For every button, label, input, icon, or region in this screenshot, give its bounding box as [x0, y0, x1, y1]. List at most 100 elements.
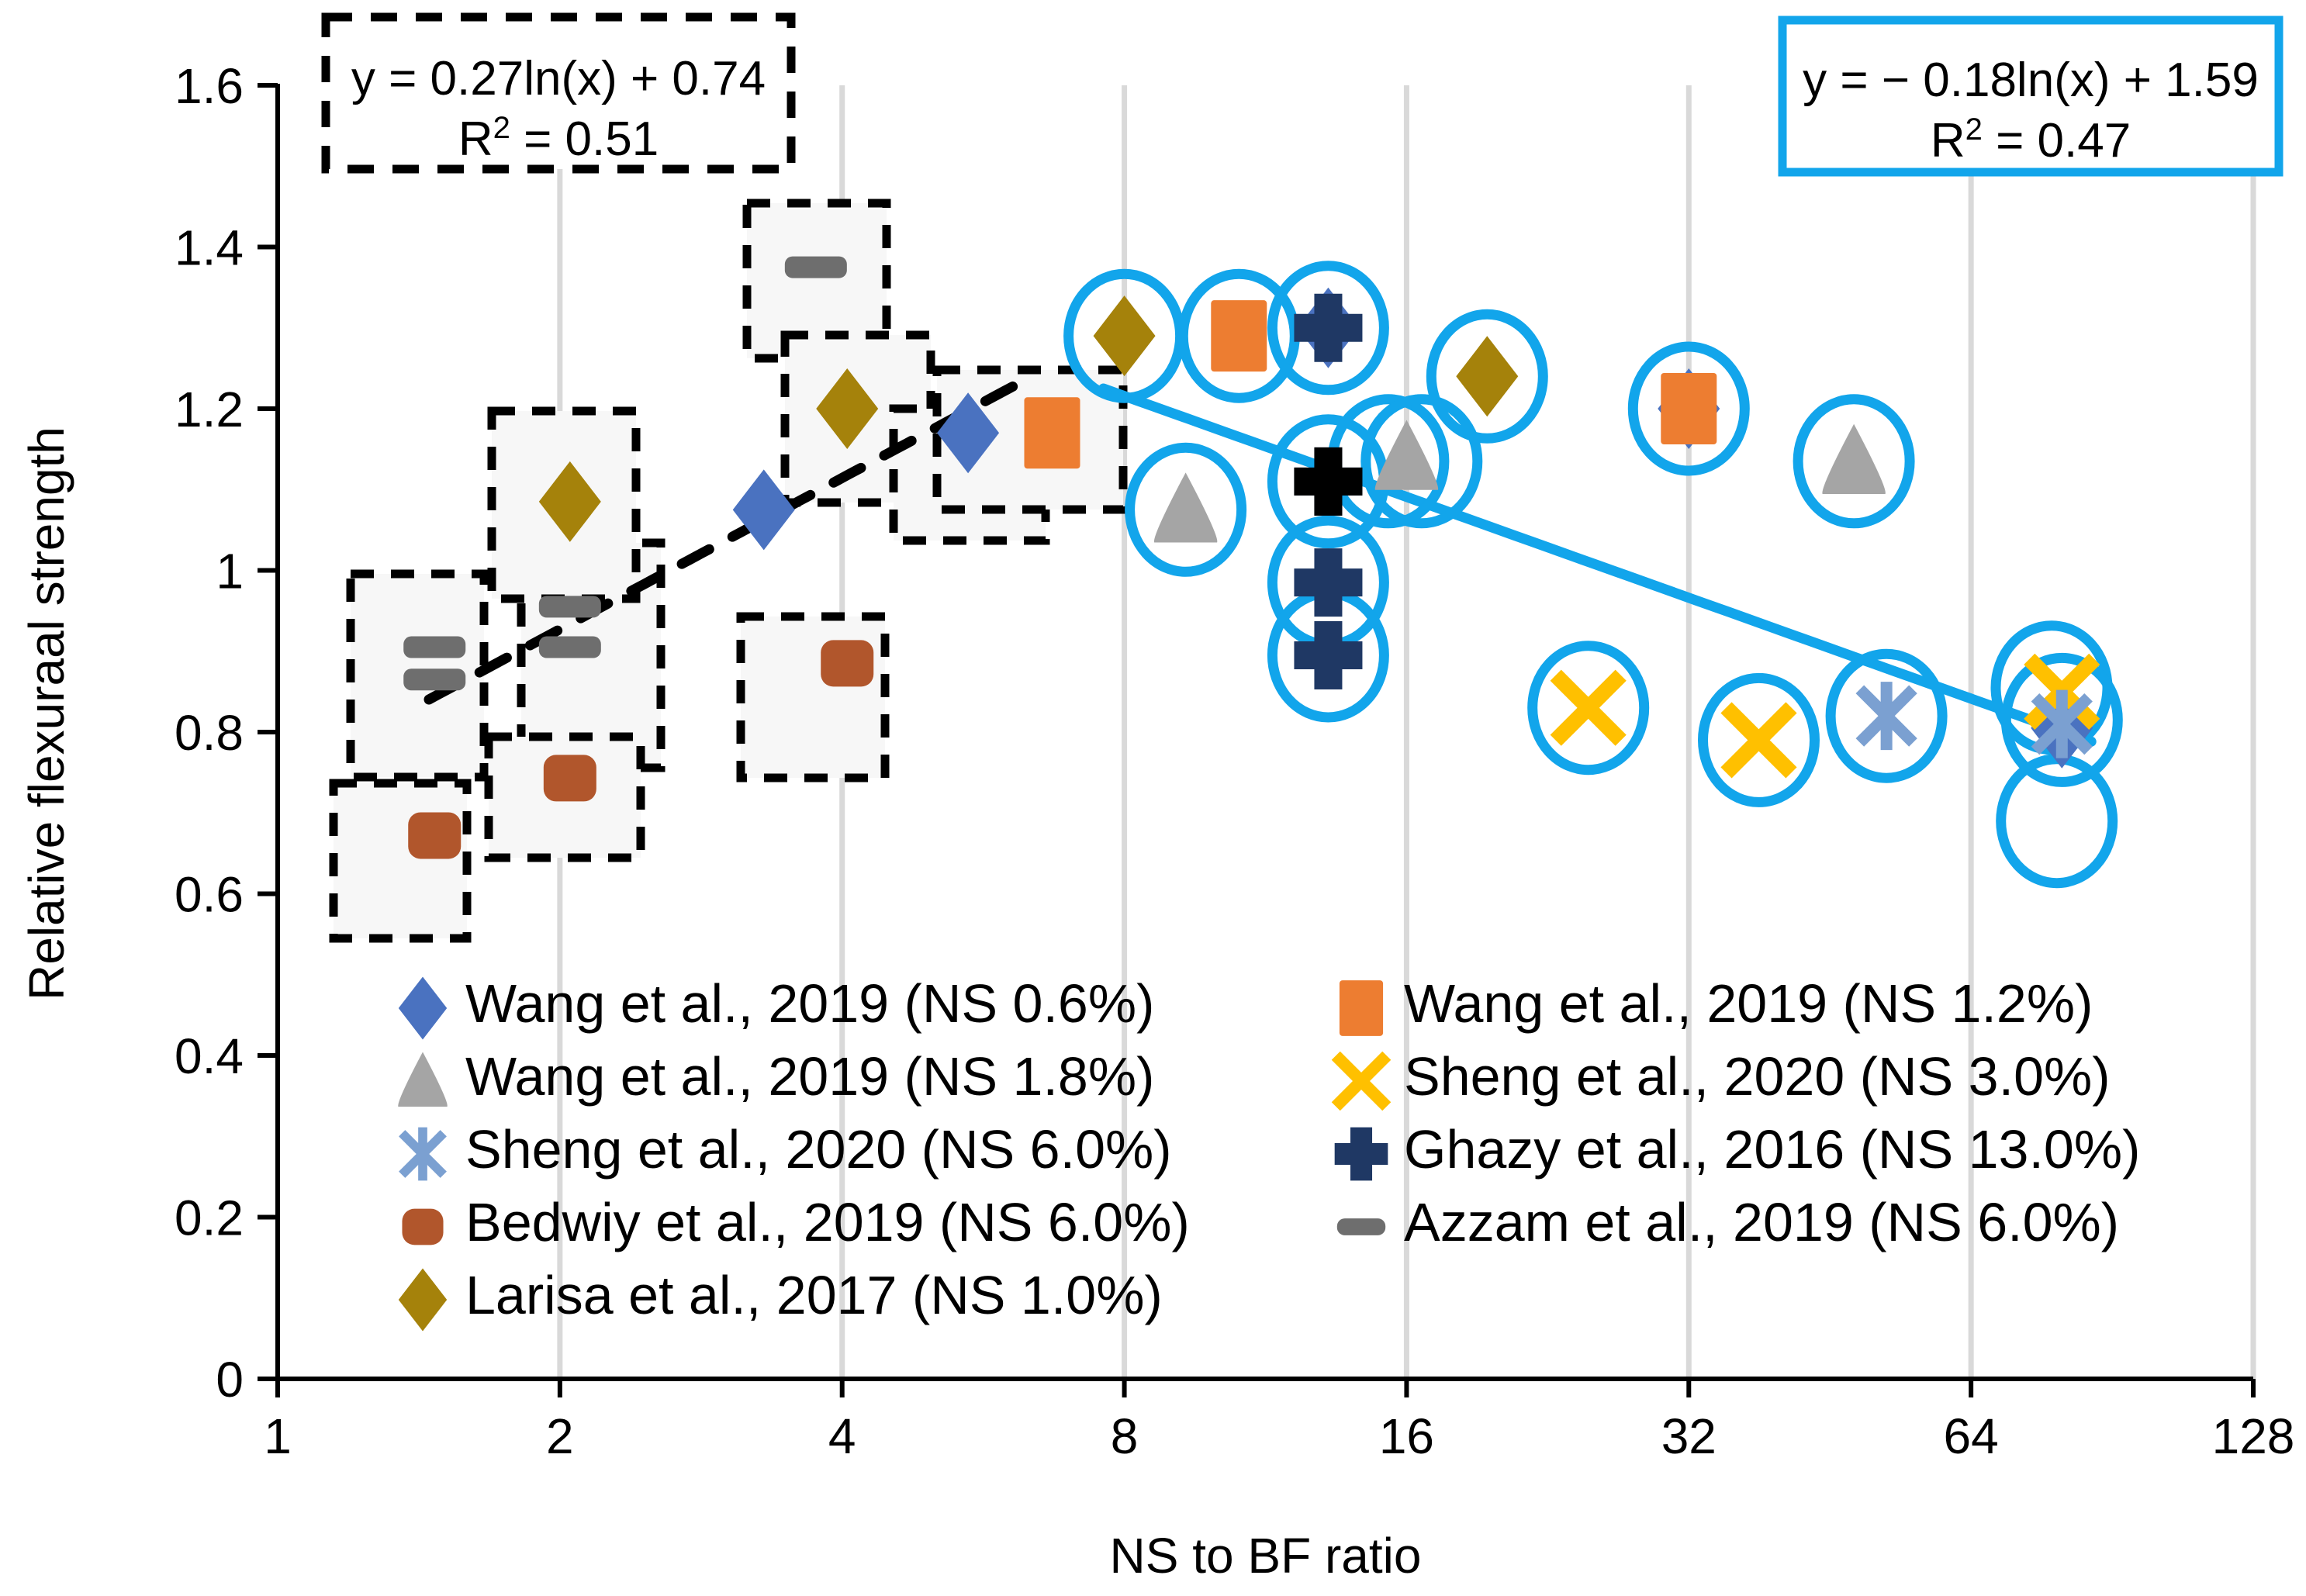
marker-triangle — [398, 1052, 448, 1107]
marker-diamond — [1456, 336, 1519, 417]
x-tick-label: 64 — [1944, 1408, 1999, 1464]
legend-item[interactable]: Sheng et al., 2020 (NS 3.0%) — [1331, 1046, 2111, 1111]
marker-round-square — [543, 755, 596, 802]
x-axis-title-group[interactable]: NS to BF ratio — [1110, 1528, 1422, 1584]
marker-diamond — [398, 976, 448, 1040]
marker-square — [1661, 373, 1717, 444]
trendlines[interactable] — [424, 381, 2097, 747]
legend-item-label: Sheng et al., 2020 (NS 6.0%) — [465, 1119, 1172, 1180]
y-tick-label: 0.2 — [175, 1190, 244, 1246]
legend-item[interactable]: Wang et al., 2019 (NS 0.6%) — [398, 973, 1155, 1040]
marker-diamond — [1093, 295, 1156, 377]
legend-item[interactable]: Sheng et al., 2020 (NS 6.0%) — [399, 1119, 1172, 1181]
y-tick-label: 0 — [216, 1352, 244, 1408]
highlight-boxes[interactable] — [329, 199, 1128, 943]
y-tick-label: 1 — [216, 544, 244, 599]
legend-item-label: Larisa et al., 2017 (NS 1.0%) — [465, 1265, 1163, 1325]
marker-triangle — [1374, 420, 1439, 490]
highlight-ellipse — [2000, 652, 2123, 787]
highlight-ellipse — [1527, 641, 1650, 776]
y-tick-label: 0.6 — [175, 867, 244, 923]
highlight-ellipses[interactable] — [1063, 261, 2123, 889]
legend-item-label: Ghazy et al., 2016 (NS 13.0%) — [1404, 1119, 2140, 1180]
legend-item[interactable]: Azzam et al., 2019 (NS 6.0%) — [1336, 1192, 2119, 1252]
highlight-ellipse — [1125, 442, 1247, 577]
right-equation-line2: R2 = 0.47 — [1931, 112, 2131, 168]
marker-round-square — [408, 812, 462, 859]
marker-plus — [1334, 1127, 1388, 1181]
marker-dash — [403, 668, 466, 691]
x-tick-label: 8 — [1111, 1408, 1139, 1464]
legend-item[interactable]: Wang et al., 2019 (NS 1.2%) — [1339, 973, 2093, 1036]
marker-round-square — [402, 1208, 444, 1245]
x-tick-label: 32 — [1661, 1408, 1717, 1464]
legend-item-label: Wang et al., 2019 (NS 1.2%) — [1404, 973, 2093, 1034]
legend-item[interactable]: Bedwiy et al., 2019 (NS 6.0%) — [402, 1192, 1190, 1252]
marker-dash — [538, 636, 601, 658]
x-tick-label: 128 — [2212, 1408, 2295, 1464]
x-axis-title: NS to BF ratio — [1110, 1528, 1422, 1584]
marker-diamond — [816, 368, 879, 449]
x-tick-label: 2 — [546, 1408, 574, 1464]
legend-item-label: Azzam et al., 2019 (NS 6.0%) — [1404, 1192, 2119, 1252]
marker-x — [1720, 702, 1797, 779]
marker-square — [1024, 397, 1080, 469]
legend-item[interactable]: Ghazy et al., 2016 (NS 13.0%) — [1334, 1119, 2141, 1181]
legend-item-label: Bedwiy et al., 2019 (NS 6.0%) — [465, 1192, 1190, 1252]
legend-item[interactable]: Wang et al., 2019 (NS 1.8%) — [398, 1046, 1154, 1107]
highlight-ellipse — [1793, 394, 1915, 529]
marker-plus — [1294, 548, 1363, 617]
y-axis-title: Relative flexuraal strength — [19, 427, 74, 1000]
marker-plus — [1294, 447, 1363, 516]
highlight-ellipse — [1267, 261, 1389, 396]
legend-item-label: Wang et al., 2019 (NS 1.8%) — [465, 1046, 1154, 1107]
marker-plus — [1294, 293, 1363, 362]
marker-triangle — [1153, 472, 1218, 543]
highlight-ellipse — [1426, 309, 1548, 444]
x-tick-label: 1 — [264, 1408, 292, 1464]
highlight-box — [329, 779, 472, 943]
y-tick-label: 0.4 — [175, 1028, 244, 1084]
legend-item-label: Wang et al., 2019 (NS 0.6%) — [465, 973, 1154, 1034]
x-axis-ticks[interactable]: 1 2 4 8 16 32 64 128 — [264, 1379, 2294, 1464]
legend-item[interactable]: Larisa et al., 2017 (NS 1.0%) — [398, 1265, 1163, 1332]
marker-square — [1211, 300, 1267, 372]
highlight-ellipse — [1627, 341, 1750, 476]
data-points[interactable] — [403, 256, 2100, 859]
marker-asterisk — [1855, 682, 1917, 751]
series-1 — [1024, 300, 1717, 469]
marker-dash — [538, 596, 601, 618]
highlight-ellipse — [1360, 394, 1483, 529]
y-tick-label: 1.6 — [175, 58, 244, 114]
x-tick-label: 4 — [828, 1408, 856, 1464]
legend[interactable]: Wang et al., 2019 (NS 0.6%) Wang et al., … — [398, 973, 2140, 1332]
marker-dash — [784, 256, 847, 278]
marker-diamond — [538, 461, 601, 542]
y-axis-title-group[interactable]: Relative flexuraal strength — [19, 427, 74, 1000]
marker-diamond — [937, 392, 1000, 474]
y-tick-label: 1.4 — [175, 220, 244, 276]
highlight-ellipse — [1825, 648, 1948, 783]
highlight-ellipse — [1698, 672, 1820, 807]
y-axis-ticks[interactable]: 0 0.2 0.4 0.6 0.8 1 1.2 1.4 1.6 — [175, 58, 278, 1408]
equation-box-border — [321, 12, 796, 174]
left-equation-line1: y = 0.27ln(x) + 0.74 — [351, 52, 766, 105]
descending-solid-trend — [1098, 383, 2097, 747]
series-6 — [408, 640, 874, 859]
marker-diamond — [732, 469, 795, 551]
series-2 — [1153, 420, 1886, 543]
marker-x — [1331, 1051, 1392, 1111]
marker-diamond — [398, 1268, 448, 1332]
y-tick-label: 0.8 — [175, 705, 244, 761]
marker-round-square — [821, 640, 874, 687]
series-7 — [403, 256, 847, 691]
marker-dash — [1336, 1218, 1386, 1235]
y-tick-label: 1.2 — [175, 382, 244, 437]
marker-dash — [403, 636, 466, 658]
x-tick-label: 16 — [1379, 1408, 1434, 1464]
marker-plus — [1294, 620, 1363, 689]
